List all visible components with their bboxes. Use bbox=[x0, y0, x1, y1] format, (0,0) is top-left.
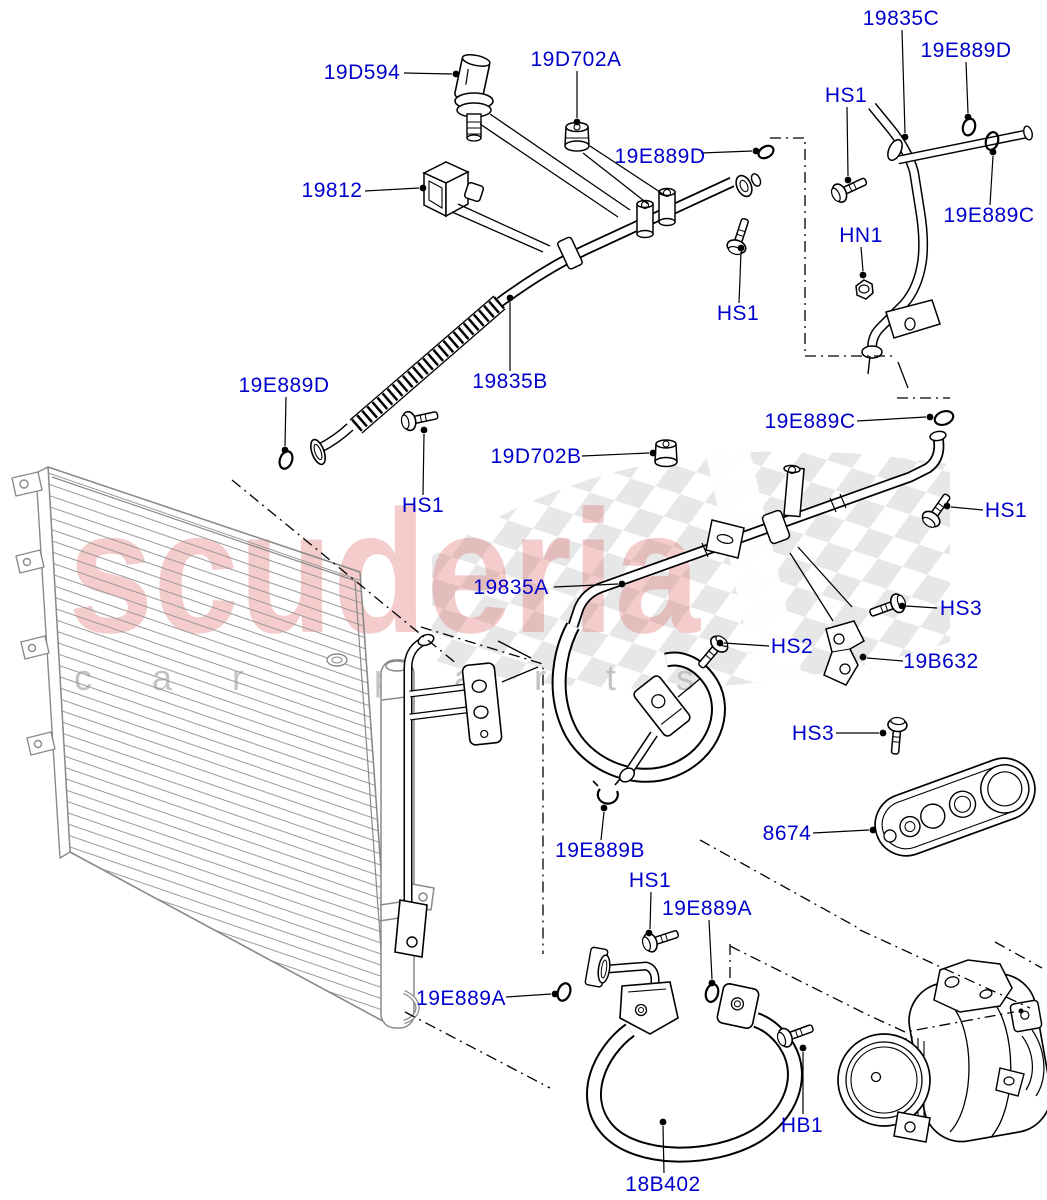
clip-19E889B bbox=[596, 788, 619, 805]
leader-dots bbox=[281, 70, 997, 1126]
bolt-HS1-bottom bbox=[639, 923, 682, 955]
bolt-HS3-lower bbox=[884, 715, 909, 756]
o-ring-19E889C-top-right bbox=[984, 131, 1000, 151]
valve-cap-19D702B bbox=[654, 439, 678, 468]
bracket-19B632 bbox=[823, 620, 865, 686]
leader-lines bbox=[284, 29, 994, 1174]
condenser-port bbox=[326, 653, 348, 667]
phantom-lines bbox=[231, 137, 1043, 1089]
hose-fitting-block bbox=[633, 675, 691, 737]
compressor bbox=[837, 959, 1047, 1143]
charge-port bbox=[658, 187, 676, 227]
pipe-19835B bbox=[310, 173, 762, 466]
fasteners bbox=[398, 171, 957, 1051]
plate-8674 bbox=[874, 757, 1036, 857]
nut-HN1 bbox=[855, 279, 874, 300]
condenser bbox=[11, 466, 435, 1029]
o-ring-19E889C-mid bbox=[933, 409, 955, 427]
pipe-19835C bbox=[861, 102, 1033, 375]
connector-19812 bbox=[422, 161, 485, 218]
o-rings bbox=[278, 117, 1000, 1003]
o-ring-19E889D-top-right bbox=[961, 117, 977, 137]
detail-lines bbox=[451, 113, 909, 698]
service-valve-stub bbox=[783, 464, 805, 518]
hose-18B402 bbox=[586, 981, 803, 1163]
o-ring-19E889D-mid bbox=[757, 144, 775, 160]
pressure-sensor-19D594 bbox=[454, 53, 494, 142]
condenser-mount-tabs bbox=[11, 471, 56, 756]
o-ring-19E889A-left bbox=[556, 982, 572, 1002]
receiver-pipe-bracket bbox=[394, 633, 503, 958]
bottom-stub-pipe bbox=[584, 946, 660, 990]
pipe-19835A bbox=[551, 430, 947, 783]
charge-port bbox=[636, 199, 654, 239]
bolt-HS1-left bbox=[398, 404, 441, 433]
bolt-HB1 bbox=[774, 1018, 817, 1051]
compressor-pulley bbox=[837, 1033, 931, 1127]
o-ring-19E889D-left bbox=[278, 450, 294, 470]
valve-cap-19D702A bbox=[564, 121, 590, 152]
